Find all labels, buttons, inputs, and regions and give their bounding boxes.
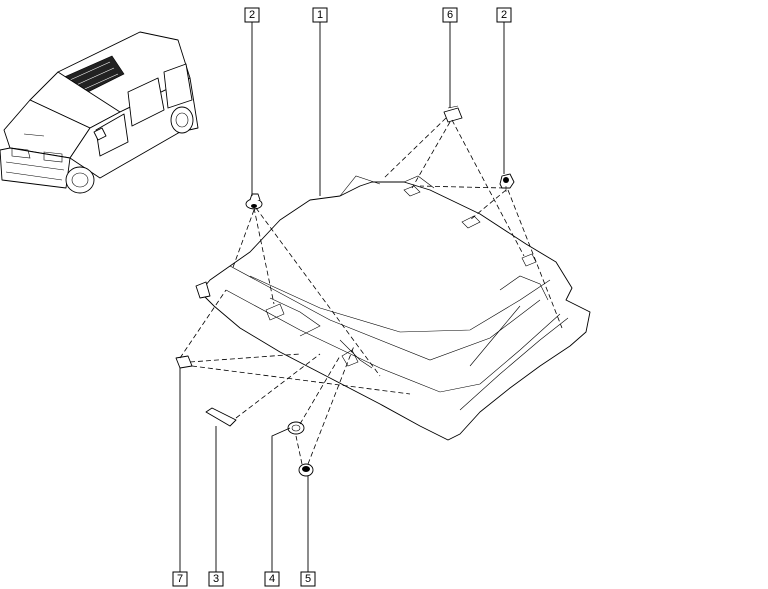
callout-6: 6	[442, 7, 458, 23]
callout-2-right: 2	[496, 7, 512, 23]
bracket	[195, 281, 211, 299]
pad-part-7	[175, 355, 193, 369]
callout-7: 7	[172, 571, 188, 587]
leader-lines	[179, 22, 505, 572]
callout-label: 3	[213, 573, 219, 585]
callout-1: 1	[312, 7, 328, 23]
callout-label: 2	[501, 9, 507, 21]
fastener-part-5	[298, 463, 314, 477]
callout-label: 2	[249, 9, 255, 21]
callout-label: 5	[305, 573, 311, 585]
assembly-lines	[179, 117, 563, 465]
callout-label: 4	[269, 573, 275, 585]
callout-4: 4	[264, 571, 280, 587]
callout-2-left: 2	[244, 7, 260, 23]
ring-part-4	[287, 421, 305, 435]
callout-label: 7	[177, 573, 183, 585]
callout-label: 6	[447, 9, 453, 21]
pad-part-6	[443, 105, 463, 123]
callout-5: 5	[300, 571, 316, 587]
callout-3: 3	[208, 571, 224, 587]
callout-label: 1	[317, 9, 323, 21]
strip-part-3	[205, 407, 237, 427]
clip-part-right	[499, 173, 515, 192]
vehicle-thumbnail	[0, 31, 199, 194]
headliner-panel	[199, 175, 591, 441]
clip-part-left	[245, 193, 263, 210]
